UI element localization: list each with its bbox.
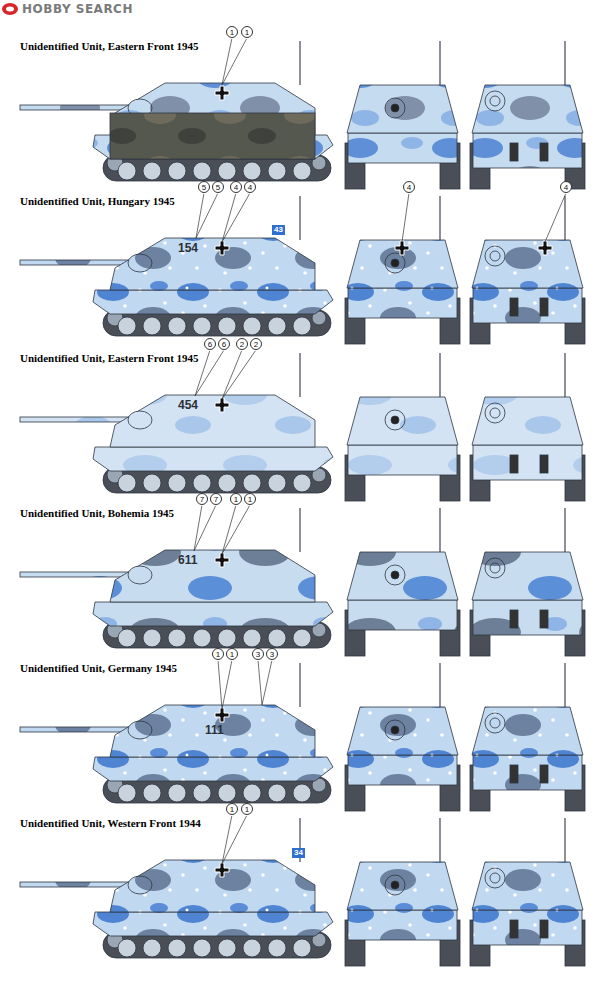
- callout-number: 4: [230, 181, 242, 193]
- callout-number: 3: [266, 648, 278, 660]
- unit-decal: 34: [292, 848, 305, 858]
- leader-line: [195, 351, 223, 396]
- rear-view: [470, 196, 585, 344]
- callout-number: 1: [241, 26, 253, 38]
- rear-view: [470, 663, 585, 811]
- unit-decal: 43: [272, 225, 285, 235]
- rear-view: [470, 508, 585, 656]
- callout-number: 2: [236, 338, 248, 350]
- callout-number: 7: [210, 493, 222, 505]
- leader-line: [222, 39, 232, 85]
- side-skirts: [110, 113, 315, 159]
- leader-line: [222, 816, 232, 864]
- leader-line: [196, 194, 218, 238]
- callout-number: 1: [230, 493, 242, 505]
- scheme-title: Unidentified Unit, Western Front 1944: [20, 817, 201, 829]
- callout-number: 1: [226, 648, 238, 660]
- front-view: [345, 196, 460, 344]
- rear-view: [470, 818, 585, 966]
- leader-line: [222, 39, 247, 85]
- balkenkreuz: [215, 708, 229, 722]
- side-view: [20, 663, 333, 803]
- front-view: [345, 508, 460, 656]
- callout-number: 1: [226, 803, 238, 815]
- leader-line: [258, 661, 262, 705]
- callout-number: 4: [244, 181, 256, 193]
- callout-number: 1: [244, 493, 256, 505]
- callout-number: 2: [250, 338, 262, 350]
- scheme-title: Unidentified Unit, Eastern Front 1945: [20, 352, 199, 364]
- leader-line: [222, 351, 255, 399]
- front-view: [345, 353, 460, 501]
- callout-number: 1: [226, 26, 238, 38]
- balkenkreuz: [395, 241, 409, 255]
- callout-number: 1: [212, 648, 224, 660]
- watermark: HOBBY SEARCH: [22, 2, 133, 16]
- balkenkreuz: [215, 86, 229, 100]
- callout-number: 7: [196, 493, 208, 505]
- leader-line: [545, 194, 566, 242]
- callout-number: 5: [198, 181, 210, 193]
- scheme-title: Unidentified Unit, Eastern Front 1945: [20, 40, 199, 52]
- callout-number: 6: [218, 338, 230, 350]
- scheme-title: Unidentified Unit, Hungary 1945: [20, 195, 175, 207]
- leader-line: [196, 194, 204, 238]
- vehicle-views: [20, 41, 585, 966]
- rear-view: [470, 353, 585, 501]
- front-view: [345, 663, 460, 811]
- side-view: [20, 508, 333, 648]
- leader-line: [222, 506, 236, 554]
- leader-line: [218, 661, 222, 709]
- balkenkreuz: [215, 553, 229, 567]
- leader-line: [222, 816, 247, 864]
- hull-number: 454: [178, 398, 198, 412]
- side-view: [20, 353, 333, 493]
- side-view: [20, 41, 333, 181]
- scheme-title: Unidentified Unit, Bohemia 1945: [20, 507, 174, 519]
- balkenkreuz: [215, 398, 229, 412]
- leader-line: [194, 506, 216, 551]
- balkenkreuz: [215, 863, 229, 877]
- callout-number: 4: [403, 181, 415, 193]
- callout-number: 1: [241, 803, 253, 815]
- front-view: [345, 41, 460, 189]
- leader-line: [222, 194, 236, 242]
- hull-number: 111: [205, 723, 224, 737]
- balkenkreuz: [215, 241, 229, 255]
- leader-line: [222, 661, 232, 709]
- leader-lines: [194, 39, 566, 864]
- side-view: [20, 196, 333, 336]
- side-view: [20, 818, 333, 958]
- leader-line: [402, 194, 409, 242]
- callout-number: 4: [560, 181, 572, 193]
- hobby-search-logo: [2, 3, 18, 15]
- hull-number: 611: [178, 553, 197, 567]
- hull-number: 154: [178, 241, 198, 255]
- scheme-title: Unidentified Unit, Germany 1945: [20, 662, 177, 674]
- leader-line: [194, 506, 202, 551]
- callout-number: 5: [212, 181, 224, 193]
- leader-line: [262, 661, 272, 705]
- callout-number: 3: [252, 648, 264, 660]
- rear-view: [470, 41, 585, 189]
- front-view: [345, 818, 460, 966]
- balkenkreuz: [538, 241, 552, 255]
- callout-number: 6: [204, 338, 216, 350]
- leader-line: [222, 506, 250, 554]
- leader-line: [222, 194, 250, 242]
